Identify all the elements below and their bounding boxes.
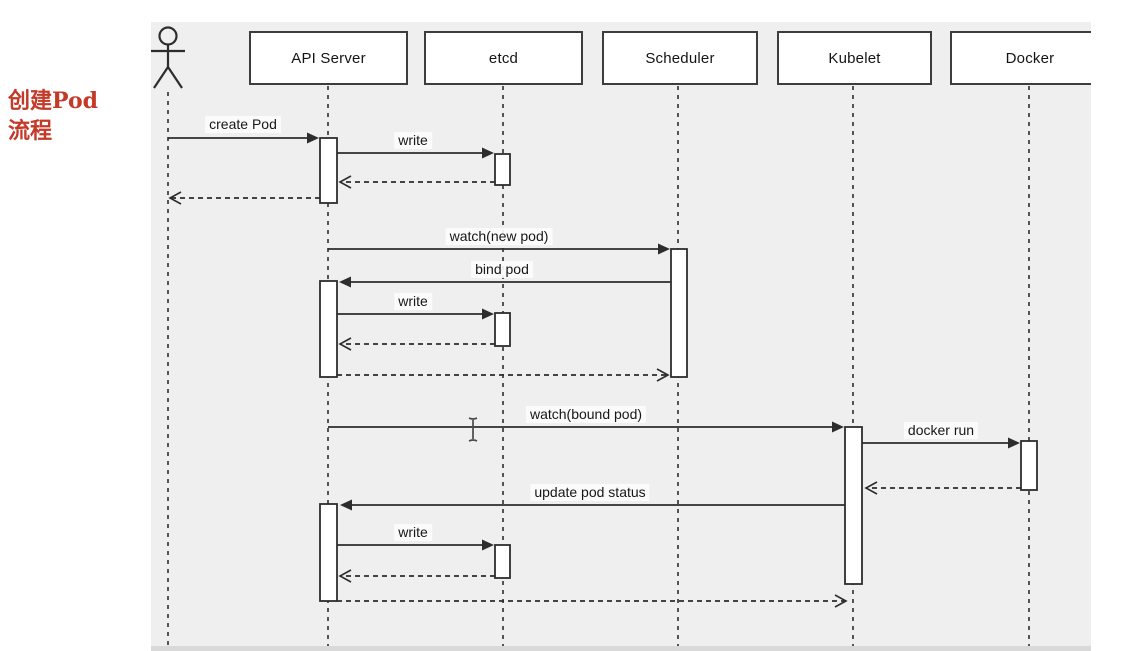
diagram-canvas: API Server etcd Scheduler Kubelet Docker <box>151 22 1091 651</box>
note-line-1: 创建Pod <box>8 88 99 114</box>
diagram-title-note: 创建Pod 流程 <box>8 86 148 146</box>
participant-kubelet: Kubelet <box>777 31 932 85</box>
participant-label: Docker <box>1005 49 1055 67</box>
participant-label: Kubelet <box>828 49 881 67</box>
note-line-2: 流程 <box>8 118 53 144</box>
message-label-write: write <box>394 293 432 310</box>
participant-label: API Server <box>291 49 366 67</box>
participant-docker: Docker <box>950 31 1091 85</box>
message-label-bind-pod: bind pod <box>471 261 533 278</box>
bottom-edge-strip <box>151 646 1091 651</box>
participant-label: Scheduler <box>645 49 715 67</box>
message-label-create-pod: create Pod <box>205 116 281 133</box>
message-label-docker-run: docker run <box>903 422 979 439</box>
message-label-watch-new-pod: watch(new pod) <box>445 228 553 245</box>
participant-label: etcd <box>488 49 519 67</box>
participant-etcd: etcd <box>424 31 583 85</box>
message-label-watch-bound-pod: watch(bound pod) <box>525 406 647 423</box>
message-label-update-pod-status: update pod status <box>530 484 650 501</box>
message-label-write: write <box>394 524 432 541</box>
message-label-write: write <box>394 132 432 149</box>
participant-scheduler: Scheduler <box>602 31 758 85</box>
participant-api-server: API Server <box>249 31 408 85</box>
